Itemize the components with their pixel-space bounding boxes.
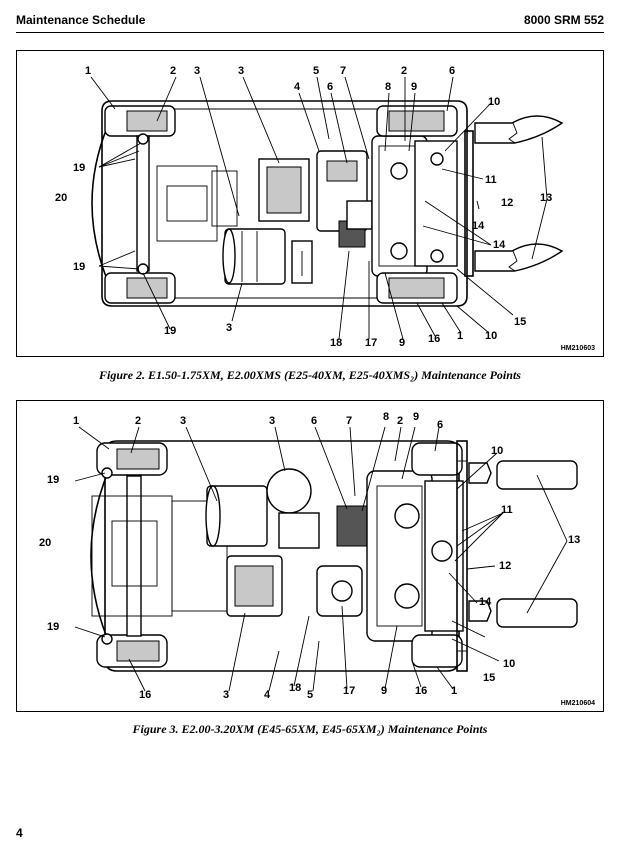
fig2-callout: 9 [399,337,405,349]
fig3-callout: 6 [437,419,443,431]
fig3-callout: 13 [568,534,580,546]
fig2-callout: 14 [472,220,485,232]
fig3-callout: 8 [383,411,389,423]
fig2-callout: 3 [238,65,244,77]
fig2-callout: 7 [340,65,346,77]
fig3-callout: 16 [139,689,151,701]
fig3-callout: 10 [503,658,515,670]
fig2-callout: 5 [313,65,319,77]
header-manual-number: 8000 SRM 552 [523,13,604,27]
fig2-callout: 17 [365,337,377,349]
header-section-title: Maintenance Schedule [16,13,146,27]
fig2-callout: 6 [449,65,455,77]
fig2-callout: 18 [330,337,342,349]
fig3-callout: 15 [483,672,495,684]
fig3-callout: 7 [346,415,352,427]
fig2-callout: 14 [493,239,506,251]
fig2-callout: 13 [540,192,552,204]
fig2-callout: 6 [327,81,333,93]
fig3-callout: 3 [269,415,275,427]
fig3-callout: 9 [381,685,387,697]
fig2-callout: 8 [385,81,391,93]
fig3-callout: 9 [413,411,419,423]
fig3-callout: 18 [289,682,301,694]
fig3-callout: 17 [343,685,355,697]
fig2-callout: 3 [226,322,232,334]
figure-3-illustration: 1 2 3 3 6 7 8 2 9 6 10 11 12 13 14 15 10… [39,411,580,701]
fig2-callout: 1 [85,65,91,77]
fig2-callout: 16 [428,333,440,345]
figure-2-illustration: 1 2 3 3 4 5 6 7 8 2 9 6 10 11 12 13 14 1… [55,65,564,349]
fig3-callout: 12 [499,560,511,572]
fig2-drawing-id: HM210603 [560,345,595,352]
fig2-callout: 3 [194,65,200,77]
fig2-callout: 2 [401,65,407,77]
fig2-callout: 15 [514,316,526,328]
figure-3-drawing: 1 2 3 3 6 7 8 2 9 6 10 11 12 13 14 15 10… [16,400,604,712]
fig3-drawing-id: HM210604 [560,700,595,707]
figure-3-caption: Figure 3. E2.00-3.20XM (E45-65XM, E45-65… [132,722,488,736]
fig3-callout: 4 [264,689,271,701]
fig2-callout: 9 [411,81,417,93]
fig2-callout: 20 [55,192,67,204]
fig3-callout: 14 [479,596,492,608]
fig3-callout: 19 [47,621,59,633]
fig3-callout: 1 [451,685,457,697]
fig2-callout: 10 [488,96,500,108]
figure-2-drawing: 1 2 3 3 4 5 6 7 8 2 9 6 10 11 12 13 14 1… [16,50,604,357]
fig2-callout: 12 [501,197,513,209]
fig2-callout: 19 [73,261,85,273]
fig3-callout: 2 [397,415,403,427]
fig3-callout: 20 [39,537,51,549]
fig3-callout: 10 [491,445,503,457]
fig2-callout: 10 [485,330,497,342]
fig2-callout: 1 [457,330,463,342]
fig3-callout: 11 [501,504,513,516]
fig2-callout: 4 [294,81,301,93]
fig3-callout: 5 [307,689,313,701]
fig3-callout: 19 [47,474,59,486]
header-rule [16,32,604,33]
figure-2-caption: Figure 2. E1.50-1.75XM, E2.00XMS (E25-40… [99,368,521,382]
page-number: 4 [16,826,23,840]
fig3-callout: 3 [223,689,229,701]
fig2-callout: 19 [164,325,176,337]
fig3-callout: 1 [73,415,79,427]
fig2-callout: 19 [73,162,85,174]
fig3-callout: 2 [135,415,141,427]
fig2-callout: 2 [170,65,176,77]
fig3-callout: 16 [415,685,427,697]
fig2-callout: 11 [485,174,497,186]
fig3-callout: 6 [311,415,317,427]
fig3-callout: 3 [180,415,186,427]
